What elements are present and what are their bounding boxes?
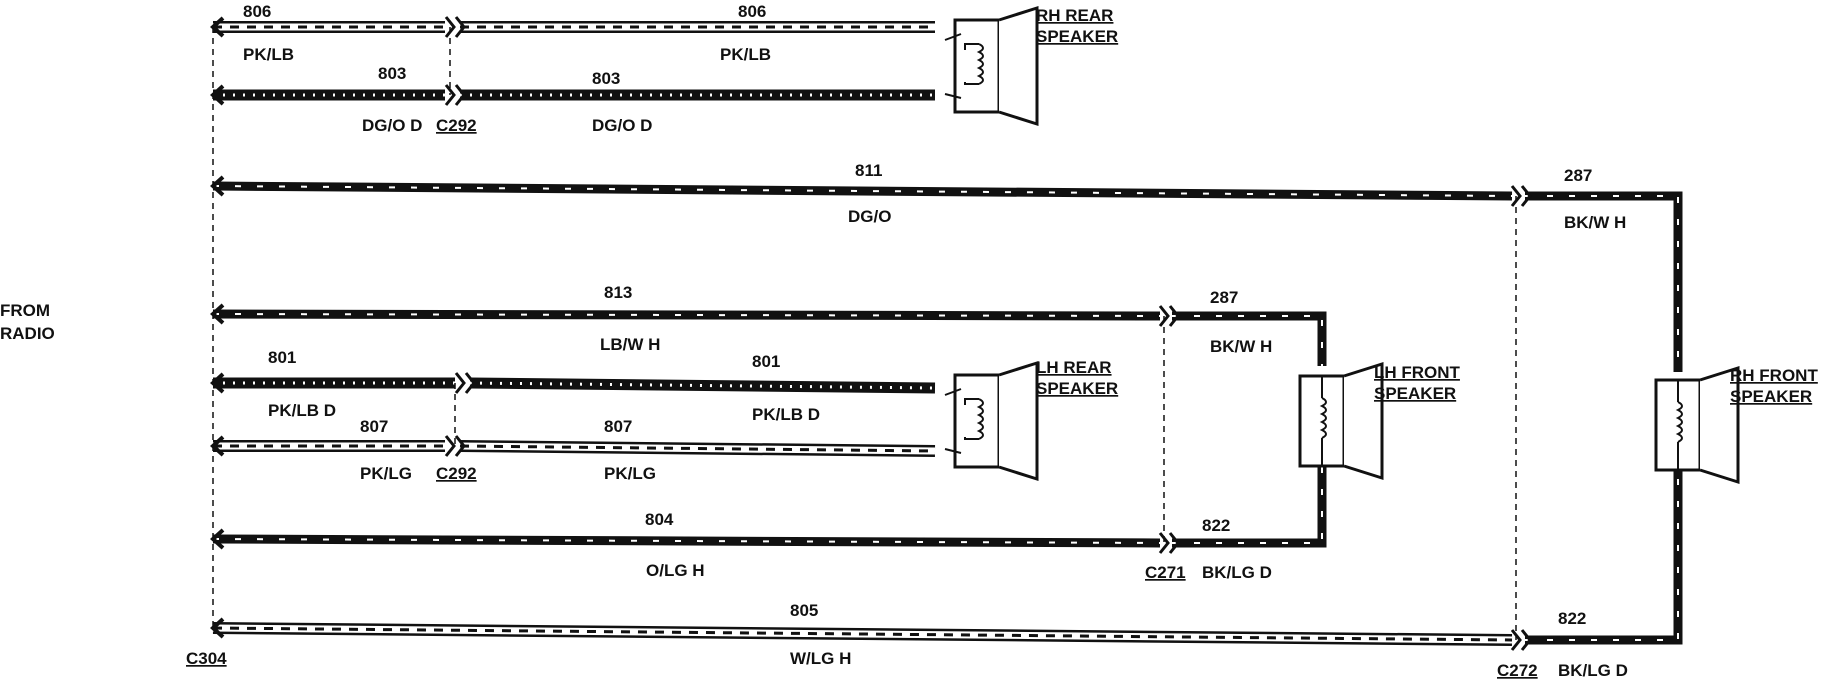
circuit-number-803: 803 bbox=[592, 69, 620, 88]
circuit-number-805: 805 bbox=[790, 601, 818, 620]
wire-terminal-arrow bbox=[210, 617, 225, 639]
wire-color-code-805: W/LG H bbox=[790, 649, 851, 668]
circuit-number-804: 804 bbox=[645, 510, 674, 529]
circuit-number-801: 801 bbox=[752, 352, 780, 371]
circuit-number-807: 807 bbox=[360, 417, 388, 436]
circuit-number-287: 287 bbox=[1210, 288, 1238, 307]
wire-color-code-287: BK/W H bbox=[1564, 213, 1626, 232]
wire-287 bbox=[1525, 191, 1683, 372]
circuit-number-813: 813 bbox=[604, 283, 632, 302]
lh-rear-speaker-label-line2: SPEAKER bbox=[1036, 379, 1118, 398]
circuit-number-287: 287 bbox=[1564, 166, 1592, 185]
wire-color-code-806: PK/LB bbox=[243, 45, 294, 64]
lh-front-speaker-label-line1: LH FRONT bbox=[1374, 363, 1461, 382]
wires-layer bbox=[210, 16, 1683, 646]
connector-label-c272: C272 bbox=[1497, 661, 1538, 680]
wire-804 bbox=[210, 528, 1161, 550]
connector-c271-287 bbox=[1158, 305, 1180, 327]
lh-front-speaker-icon bbox=[1298, 361, 1384, 481]
wire-287 bbox=[1172, 311, 1327, 366]
wire-813 bbox=[210, 303, 1161, 325]
wire-color-code-801: PK/LB D bbox=[752, 405, 820, 424]
wire-color-code-806: PK/LB bbox=[720, 45, 771, 64]
rh-front-speaker-label-line2: SPEAKER bbox=[1730, 387, 1812, 406]
circuit-number-803: 803 bbox=[378, 64, 406, 83]
rh-rear-speaker-label-line2: SPEAKER bbox=[1036, 27, 1118, 46]
circuit-number-822: 822 bbox=[1558, 609, 1586, 628]
from-radio-label-line1: FROM bbox=[0, 301, 50, 320]
circuit-number-806: 806 bbox=[738, 2, 766, 21]
wire-801 bbox=[469, 377, 936, 394]
connector-c271-822 bbox=[1158, 532, 1180, 554]
connector-label-c304: C304 bbox=[186, 649, 227, 668]
wire-color-code-803: DG/O D bbox=[592, 116, 652, 135]
wire-color-code-822: BK/LG D bbox=[1558, 661, 1628, 680]
from-radio-label-line2: RADIO bbox=[0, 324, 55, 343]
rh-front-speaker-label-line1: RH FRONT bbox=[1730, 366, 1818, 385]
wire-color-code-822: BK/LG D bbox=[1202, 563, 1272, 582]
circuit-number-822: 822 bbox=[1202, 516, 1230, 535]
lh-rear-speaker-icon bbox=[944, 360, 1039, 482]
connector-label-c292-mid: C292 bbox=[436, 464, 477, 483]
circuit-number-801: 801 bbox=[268, 348, 296, 367]
wire-color-code-811: DG/O bbox=[848, 207, 891, 226]
rh-rear-speaker-label-line1: RH REAR bbox=[1036, 6, 1113, 25]
connector-c272-822 bbox=[1510, 629, 1532, 651]
connector-label-c271: C271 bbox=[1145, 563, 1186, 582]
wire-822 bbox=[1172, 465, 1327, 548]
connector-c292-top-806 bbox=[444, 16, 466, 38]
wire-color-code-287: BK/W H bbox=[1210, 337, 1272, 356]
connector-c272-287 bbox=[1510, 185, 1532, 207]
circuit-number-807: 807 bbox=[604, 417, 632, 436]
connector-c292-top-803 bbox=[444, 84, 466, 106]
wire-822 bbox=[1525, 470, 1683, 645]
connectors-layer bbox=[444, 16, 1532, 651]
harness-dashed-lines bbox=[212, 27, 1517, 640]
wire-801 bbox=[210, 372, 455, 394]
wire-color-code-807: PK/LG bbox=[360, 464, 412, 483]
circuit-number-811: 811 bbox=[855, 161, 882, 180]
wire-807 bbox=[210, 435, 445, 457]
rh-front-speaker-icon bbox=[1654, 365, 1740, 485]
wire-805 bbox=[210, 617, 1513, 646]
lh-front-speaker-label-line2: SPEAKER bbox=[1374, 384, 1456, 403]
wire-color-code-807: PK/LG bbox=[604, 464, 656, 483]
wire-803 bbox=[210, 84, 445, 106]
circuit-number-806: 806 bbox=[243, 2, 271, 21]
lh-rear-speaker-label-line1: LH REAR bbox=[1036, 358, 1112, 377]
rh-rear-speaker-icon bbox=[944, 5, 1039, 127]
wire-color-code-813: LB/W H bbox=[600, 335, 660, 354]
connector-c292-mid-807 bbox=[444, 435, 466, 457]
speakers-layer bbox=[944, 5, 1740, 485]
wire-color-code-804: O/LG H bbox=[646, 561, 705, 580]
wire-color-code-803: DG/O D bbox=[362, 116, 422, 135]
wire-color-code-801: PK/LB D bbox=[268, 401, 336, 420]
wire-807 bbox=[459, 440, 936, 457]
connector-c292-mid-801 bbox=[454, 372, 476, 394]
connector-label-c292-top: C292 bbox=[436, 116, 477, 135]
